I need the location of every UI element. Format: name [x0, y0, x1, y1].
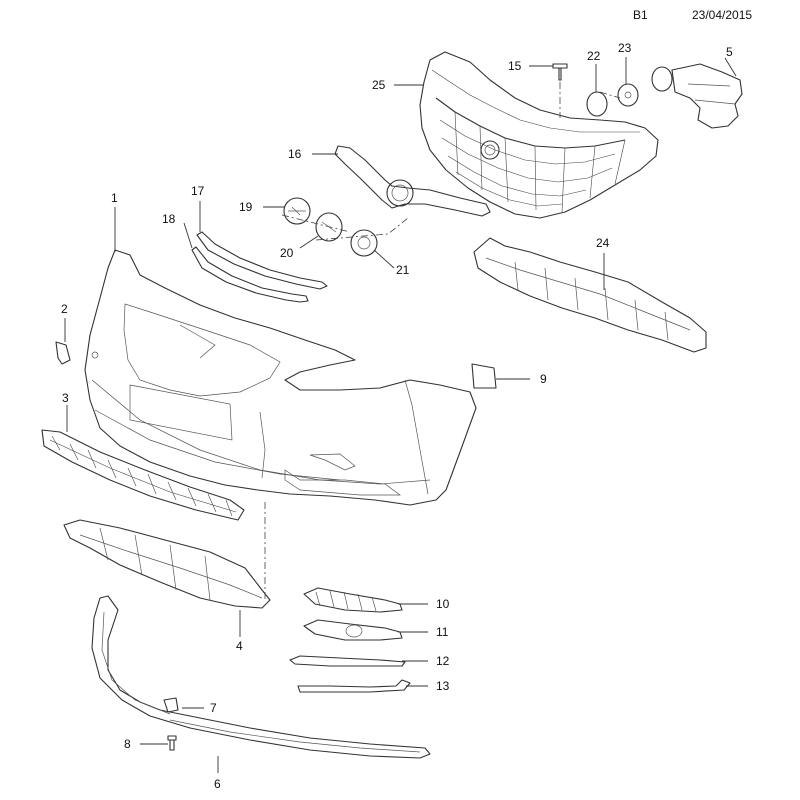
part-15-clip: [552, 63, 568, 81]
part-16-grille-bar: [334, 145, 491, 217]
callout-19: 19: [239, 200, 253, 214]
part-18-trim-strip: [191, 246, 309, 303]
callout-4: 4: [236, 639, 243, 653]
part-3-lower-grille: [41, 429, 245, 521]
part-7-bracket: [163, 697, 179, 713]
diagram-date: 23/04/2015: [692, 8, 753, 22]
callout-2: 2: [61, 302, 68, 316]
callout-21: 21: [396, 263, 410, 277]
callout-15: 15: [508, 59, 522, 73]
callout-23: 23: [618, 41, 632, 55]
callout-1: 1: [111, 191, 118, 205]
part-17-trim-strip: [196, 231, 328, 290]
part-13-trim: [297, 679, 411, 693]
callout-25: 25: [372, 78, 386, 92]
sheet-code: B1: [633, 8, 648, 22]
part-21-badge: [350, 229, 378, 257]
callout-22: 22: [587, 49, 601, 63]
leader-lines: [64, 57, 737, 773]
callout-9: 9: [540, 372, 547, 386]
callout-3: 3: [62, 391, 69, 405]
part-6-lower-lip: [91, 595, 431, 759]
callout-17: 17: [191, 184, 205, 198]
part-9-bracket: [471, 363, 497, 389]
callout-16: 16: [288, 147, 302, 161]
part-8-screw: [167, 735, 177, 751]
callout-10: 10: [436, 597, 450, 611]
part-11-fog-bezel: [303, 619, 403, 641]
part-2-clip: [55, 341, 71, 365]
part-24-energy-absorber: [473, 237, 707, 353]
part-23-emblem: [617, 83, 639, 107]
callout-7: 7: [210, 701, 217, 715]
callout-20: 20: [280, 246, 294, 260]
part-1-bumper-cover: [84, 249, 477, 506]
callout-24: 24: [596, 236, 610, 250]
callout-6: 6: [214, 777, 221, 791]
part-12-trim: [289, 655, 406, 667]
part-22-emblem: [586, 91, 608, 117]
callout-8: 8: [124, 737, 131, 751]
callout-12: 12: [436, 654, 450, 668]
part-10-fog-grille: [303, 587, 403, 613]
callout-labels: 1 2 3 4 5 6 7 8 9 10 11 12 13 15 16 17 1…: [61, 41, 733, 791]
callout-11: 11: [436, 625, 449, 639]
callout-13: 13: [436, 679, 450, 693]
part-25-radiator-grille: [419, 51, 659, 219]
part-5-bracket: [651, 63, 743, 129]
part-19-badge: [283, 197, 311, 225]
callout-18: 18: [162, 212, 176, 226]
callout-5: 5: [726, 45, 733, 59]
part-4-undertray: [63, 519, 271, 609]
alignment-lines: [264, 82, 621, 600]
